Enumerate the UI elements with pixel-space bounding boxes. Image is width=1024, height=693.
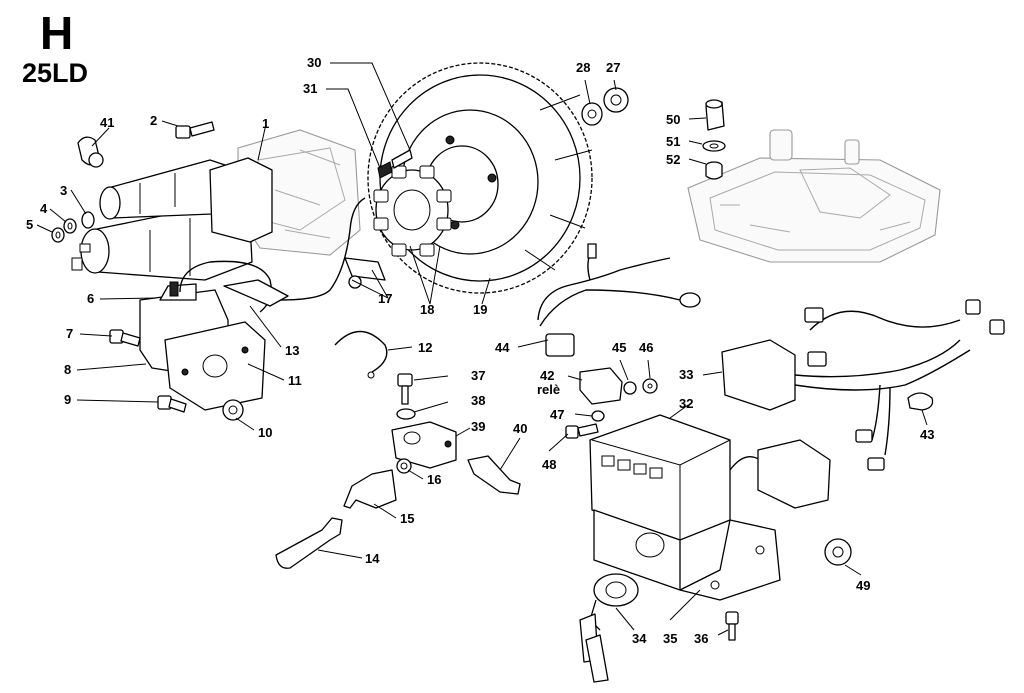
callout-43: 43 [920, 427, 934, 442]
part-45-washer [623, 381, 637, 395]
part-5-nut [51, 227, 65, 243]
callout-40: 40 [513, 421, 527, 436]
callout-28: 28 [576, 60, 590, 75]
part-40-pressure-sensor [467, 455, 521, 495]
callout-2: 2 [150, 113, 157, 128]
callout-39: 39 [471, 419, 485, 434]
callout-46: 46 [639, 340, 653, 355]
part-15-oil-switch [343, 469, 397, 509]
part-7-screw [109, 329, 141, 347]
part-34-ignition-switch [579, 573, 639, 683]
part-37-banjo-bolt [397, 373, 413, 405]
part-2-screw [175, 121, 215, 139]
part-43-clip [907, 392, 934, 411]
callout-15: 15 [400, 511, 414, 526]
callout-50: 50 [666, 112, 680, 127]
part-28-washer [581, 102, 603, 126]
callout-31: 31 [303, 81, 317, 96]
valve-cover-outline [687, 129, 941, 263]
callout-1: 1 [262, 116, 269, 131]
part-47-washer [591, 410, 605, 422]
callout-45: 45 [612, 340, 626, 355]
part-12-snap-ring [334, 330, 388, 379]
part-46-nut [642, 378, 658, 394]
part-44-wiring-harness [537, 243, 701, 357]
callout-44: 44 [495, 340, 510, 355]
callout-13: 13 [285, 343, 299, 358]
part-17-stator-screws [344, 257, 386, 289]
leader-lines [36, 62, 928, 636]
callout-35: 35 [663, 631, 677, 646]
callout-33: 33 [679, 367, 693, 382]
callout-7: 7 [66, 326, 73, 341]
callout-11: 11 [288, 373, 302, 388]
part-18-stator [373, 165, 452, 257]
callout-12: 12 [418, 340, 432, 355]
callout-9: 9 [64, 392, 71, 407]
callout-49: 49 [856, 578, 870, 593]
model-code: 25LD [22, 58, 89, 88]
part-4-washer [63, 218, 77, 234]
part-35-bracket [679, 519, 781, 601]
part-39-banjo-fitting [391, 421, 457, 469]
part-9-screw [157, 395, 187, 413]
part-3-washer [81, 211, 95, 229]
callout-34: 34 [632, 631, 647, 646]
part-38-washer [396, 408, 416, 420]
part-52-grommet [705, 161, 723, 180]
callout-16: 16 [427, 472, 441, 487]
part-27-nut [603, 87, 629, 113]
callout-8: 8 [64, 362, 71, 377]
control-box-connector [729, 439, 831, 509]
callout-14: 14 [365, 551, 380, 566]
part-33-main-harness [721, 299, 1005, 471]
callout-42: 42 [540, 368, 554, 383]
part-10-spacer [222, 399, 244, 421]
callout-27: 27 [606, 60, 620, 75]
relay-label: relè [537, 382, 560, 397]
callout-30: 30 [307, 55, 321, 70]
callout-32: 32 [679, 396, 693, 411]
callout-10: 10 [258, 425, 272, 440]
part-42-relay [579, 367, 623, 405]
part-36-screw [725, 611, 739, 641]
callout-4: 4 [40, 201, 48, 216]
callout-17: 17 [378, 291, 392, 306]
callout-37: 37 [471, 368, 485, 383]
part-32-control-box [589, 414, 731, 591]
section-letter: H [40, 7, 74, 59]
callout-6: 6 [87, 291, 94, 306]
callout-38: 38 [471, 393, 485, 408]
callout-41: 41 [100, 115, 114, 130]
part-51-washer [702, 140, 726, 152]
part-1-starter-motor [71, 157, 273, 281]
part-50-sensor [705, 99, 725, 131]
callout-3: 3 [60, 183, 67, 198]
part-48-screw [565, 423, 599, 439]
part-30-31-screws [377, 149, 413, 179]
callout-19: 19 [473, 302, 487, 317]
callout-52: 52 [666, 152, 680, 167]
callout-48: 48 [542, 457, 556, 472]
callout-labels: 1 2 41 3 4 5 6 7 8 9 10 11 12 13 14 15 1… [26, 55, 934, 646]
callout-36: 36 [694, 631, 708, 646]
part-41-cap [77, 136, 104, 168]
part-14-boot [275, 517, 343, 569]
callout-18: 18 [420, 302, 434, 317]
part-16-washer [396, 458, 412, 474]
part-49-bushing [824, 538, 852, 566]
callout-5: 5 [26, 217, 33, 232]
part-13-connector-cable [179, 197, 366, 313]
part-11-regulator-plate [164, 321, 266, 411]
callout-47: 47 [550, 407, 564, 422]
callout-51: 51 [666, 134, 680, 149]
